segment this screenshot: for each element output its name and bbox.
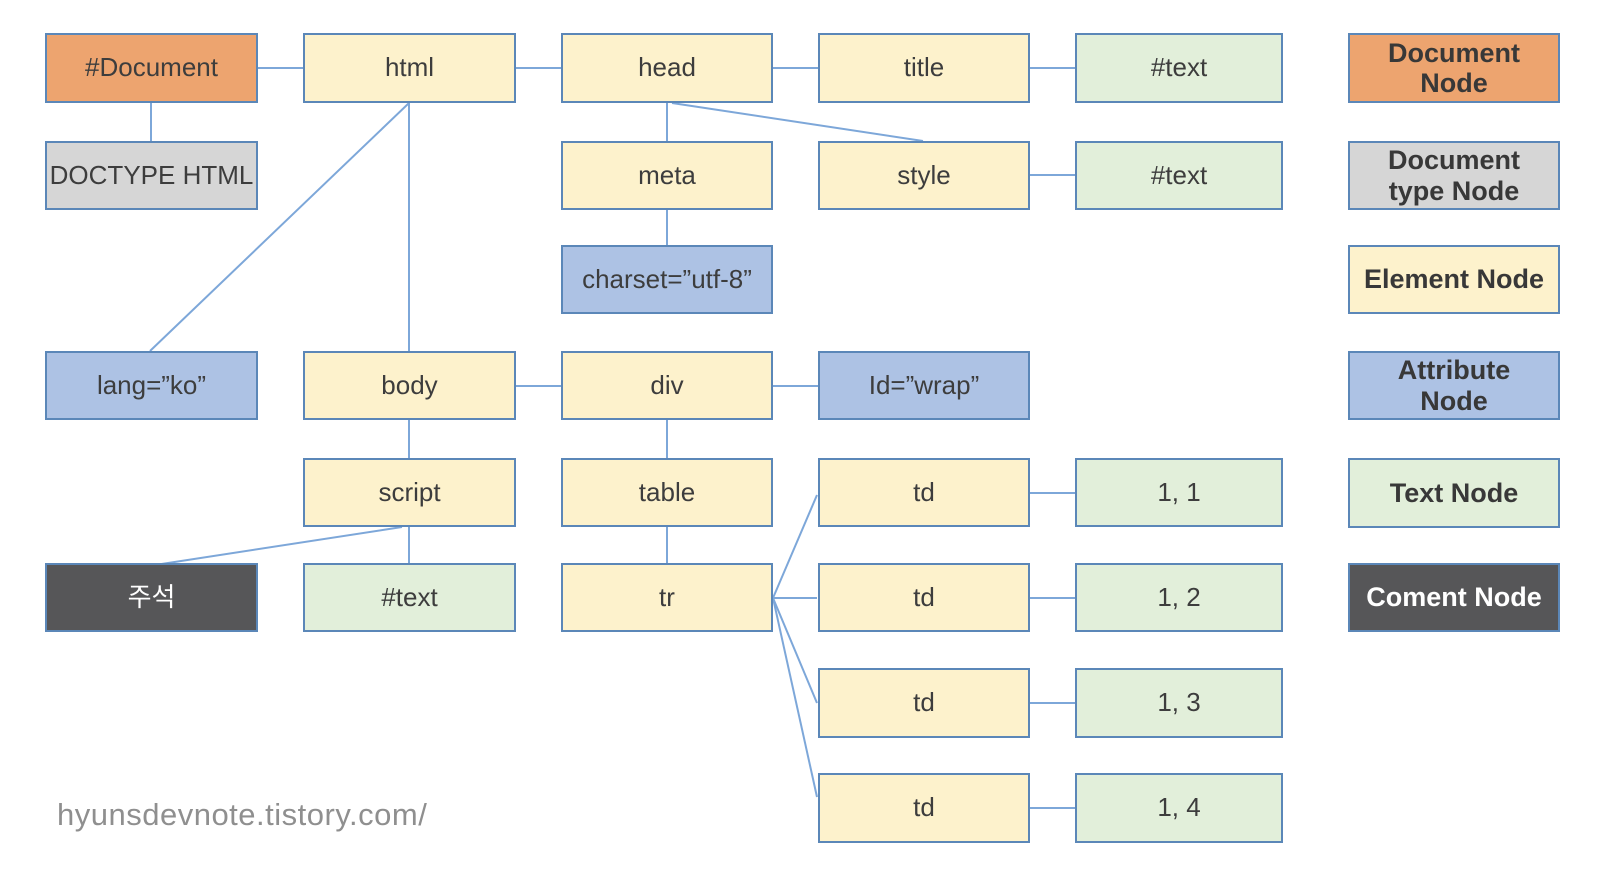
- node-td-2: td: [818, 563, 1030, 632]
- node-lang: lang=”ko”: [45, 351, 258, 420]
- connector-tr-to-td4: [772, 597, 818, 798]
- legend-item-document-node: Document Node: [1348, 33, 1560, 103]
- node-meta: meta: [561, 141, 773, 210]
- connector-tr-to-td3: [772, 597, 818, 704]
- node-td-3: td: [818, 668, 1030, 738]
- node-text-title: #text: [1075, 33, 1283, 103]
- node-div: div: [561, 351, 773, 420]
- connector-script-to-comment: [154, 526, 403, 566]
- legend-item-text-node: Text Node: [1348, 458, 1560, 528]
- node-cell-1-3: 1, 3: [1075, 668, 1283, 738]
- node-id-wrap: Id=”wrap”: [818, 351, 1030, 420]
- node-tr: tr: [561, 563, 773, 632]
- node-style: style: [818, 141, 1030, 210]
- node-text-script: #text: [303, 563, 516, 632]
- node-doctype: DOCTYPE HTML: [45, 141, 258, 210]
- node-body: body: [303, 351, 516, 420]
- node-td-1: td: [818, 458, 1030, 527]
- connector-head-to-style: [671, 102, 924, 142]
- node-script: script: [303, 458, 516, 527]
- watermark-url: hyunsdevnote.tistory.com/: [57, 797, 428, 832]
- node-html: html: [303, 33, 516, 103]
- legend-item-element-node: Element Node: [1348, 245, 1560, 314]
- node-cell-1-2: 1, 2: [1075, 563, 1283, 632]
- legend-item-coment-node: Coment Node: [1348, 563, 1560, 632]
- node-comment: 주석: [45, 563, 258, 632]
- connector-html-to-lang: [149, 102, 410, 352]
- legend-item-document-type-node: Document type Node: [1348, 141, 1560, 210]
- node-head: head: [561, 33, 773, 103]
- node-title: title: [818, 33, 1030, 103]
- node-cell-1-4: 1, 4: [1075, 773, 1283, 843]
- node-td-4: td: [818, 773, 1030, 843]
- connector-tr-to-td1: [772, 494, 818, 599]
- node-text-style: #text: [1075, 141, 1283, 210]
- legend-item-attribute-node: Attribute Node: [1348, 351, 1560, 420]
- node-cell-1-1: 1, 1: [1075, 458, 1283, 527]
- node-document: #Document: [45, 33, 258, 103]
- node-charset: charset=”utf-8”: [561, 245, 773, 314]
- node-table: table: [561, 458, 773, 527]
